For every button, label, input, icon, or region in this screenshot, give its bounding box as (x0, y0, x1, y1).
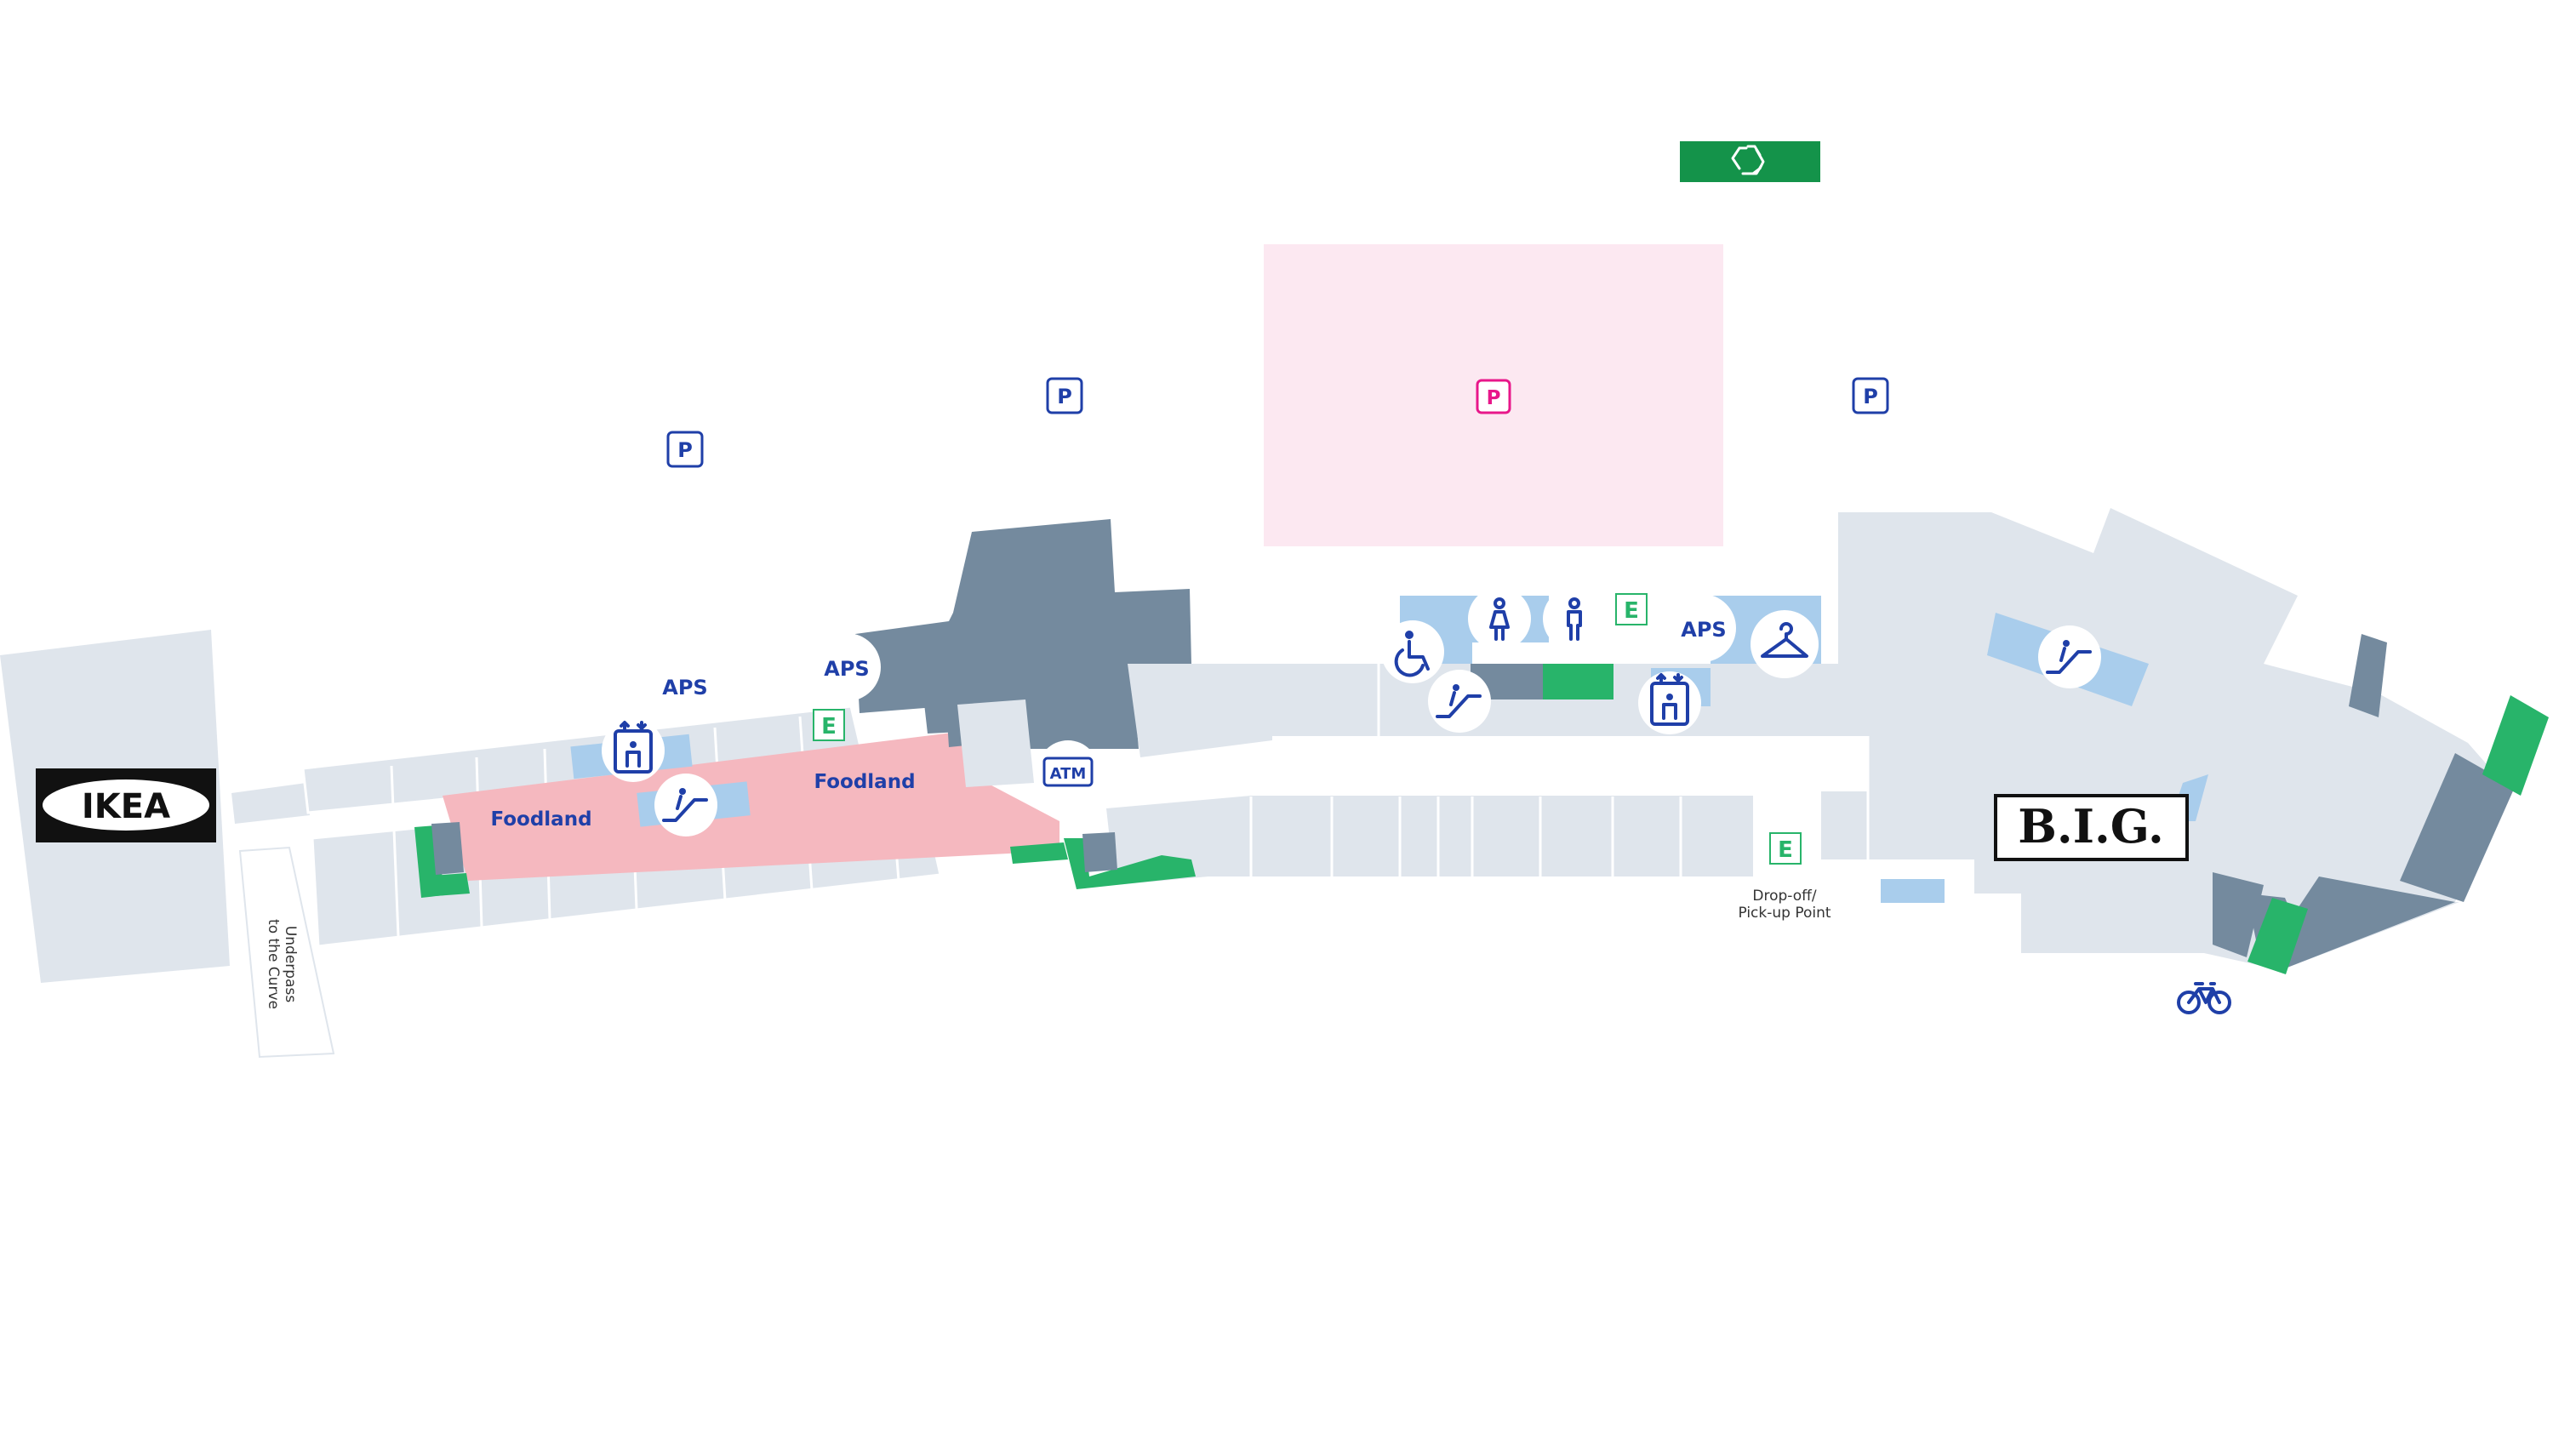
svg-text:E: E (1778, 837, 1793, 863)
foodland-label-1: Foodland (490, 808, 591, 831)
ikea-logo-text: IKEA (82, 787, 170, 826)
svg-text:to the Curve: to the Curve (265, 919, 282, 1009)
central-anchor-store[interactable] (855, 519, 1191, 749)
south-green-strip-2 (1064, 838, 1196, 889)
west-anchor-small (431, 822, 464, 875)
hanger-icon[interactable] (1751, 610, 1819, 678)
svg-text:P: P (1863, 385, 1878, 408)
svg-text:ATM: ATM (1050, 765, 1087, 783)
foodland-label-2: Foodland (814, 771, 915, 793)
central-unit-block[interactable] (957, 699, 1034, 787)
aps-badge-center (813, 633, 881, 701)
ikea-logo-oval (43, 779, 209, 831)
central-anchor-small (923, 694, 960, 734)
svg-text:E: E (821, 714, 837, 739)
dropoff-label-line1: Drop-off/ (1752, 888, 1816, 905)
central-corridor-unit[interactable] (1128, 664, 1272, 757)
female-toilet-icon[interactable] (1468, 587, 1531, 650)
south-east-anchor-2 (2268, 876, 2455, 970)
south-east-green-unit (2247, 898, 2308, 974)
east-anchor-small (2349, 634, 2387, 717)
elevator-icon[interactable] (1638, 671, 1701, 734)
west-connector (231, 783, 310, 824)
escalator-icon[interactable] (2038, 625, 2101, 688)
recycle-icon (1731, 145, 1765, 175)
male-toilet-icon[interactable] (1543, 587, 1606, 650)
wheelchair-icon[interactable] (1381, 620, 1444, 683)
parking-icon[interactable]: P (666, 431, 704, 468)
entrance-marker[interactable]: E (1615, 593, 1648, 625)
west-green-unit-2 (421, 873, 470, 897)
aps-label-west: APS (662, 676, 707, 699)
parking-icon[interactable]: P (1046, 377, 1083, 414)
aps-label-center: APS (824, 657, 869, 681)
aps-badge-east (1668, 594, 1736, 662)
foodland-store[interactable] (443, 732, 1059, 881)
underpass-label: Underpass to the Curve (265, 919, 299, 1009)
escalator-icon[interactable] (1428, 670, 1491, 733)
north-green-unit (1543, 664, 1613, 699)
east-anchor-store[interactable] (2400, 753, 2515, 902)
parking-icon[interactable]: P (1852, 377, 1889, 414)
south-anchor-small (1082, 832, 1117, 872)
south-green-strip (1010, 842, 1068, 864)
elevator-icon[interactable] (602, 719, 665, 782)
bicycle-icon[interactable] (2177, 982, 2231, 1014)
svg-text:P: P (1487, 387, 1501, 409)
parking-icon-pink[interactable]: P (1476, 379, 1511, 414)
svg-text:Underpass: Underpass (282, 926, 299, 1003)
dropoff-label-line2: Pick-up Point (1738, 905, 1831, 922)
entrance-marker[interactable]: E (813, 709, 845, 741)
south-unit-row-center[interactable] (1106, 796, 1753, 885)
aps-label-east: APS (1681, 618, 1726, 642)
svg-text:P: P (1057, 385, 1072, 408)
escalator-icon[interactable] (654, 774, 717, 836)
svg-text:E: E (1624, 598, 1639, 624)
big-logo-text: B.I.G. (2018, 799, 2164, 854)
svg-text:P: P (677, 438, 693, 462)
south-east-anchor-3 (2213, 872, 2264, 957)
atm-icon[interactable]: ATM (1042, 757, 1094, 787)
east-light-block (1881, 879, 1945, 903)
entrance-marker[interactable]: E (1769, 832, 1802, 865)
big-logo-box (1994, 794, 2189, 861)
east-green-unit (2482, 695, 2549, 796)
underpass-walkway (238, 846, 335, 1059)
recycling-area (1680, 141, 1820, 182)
